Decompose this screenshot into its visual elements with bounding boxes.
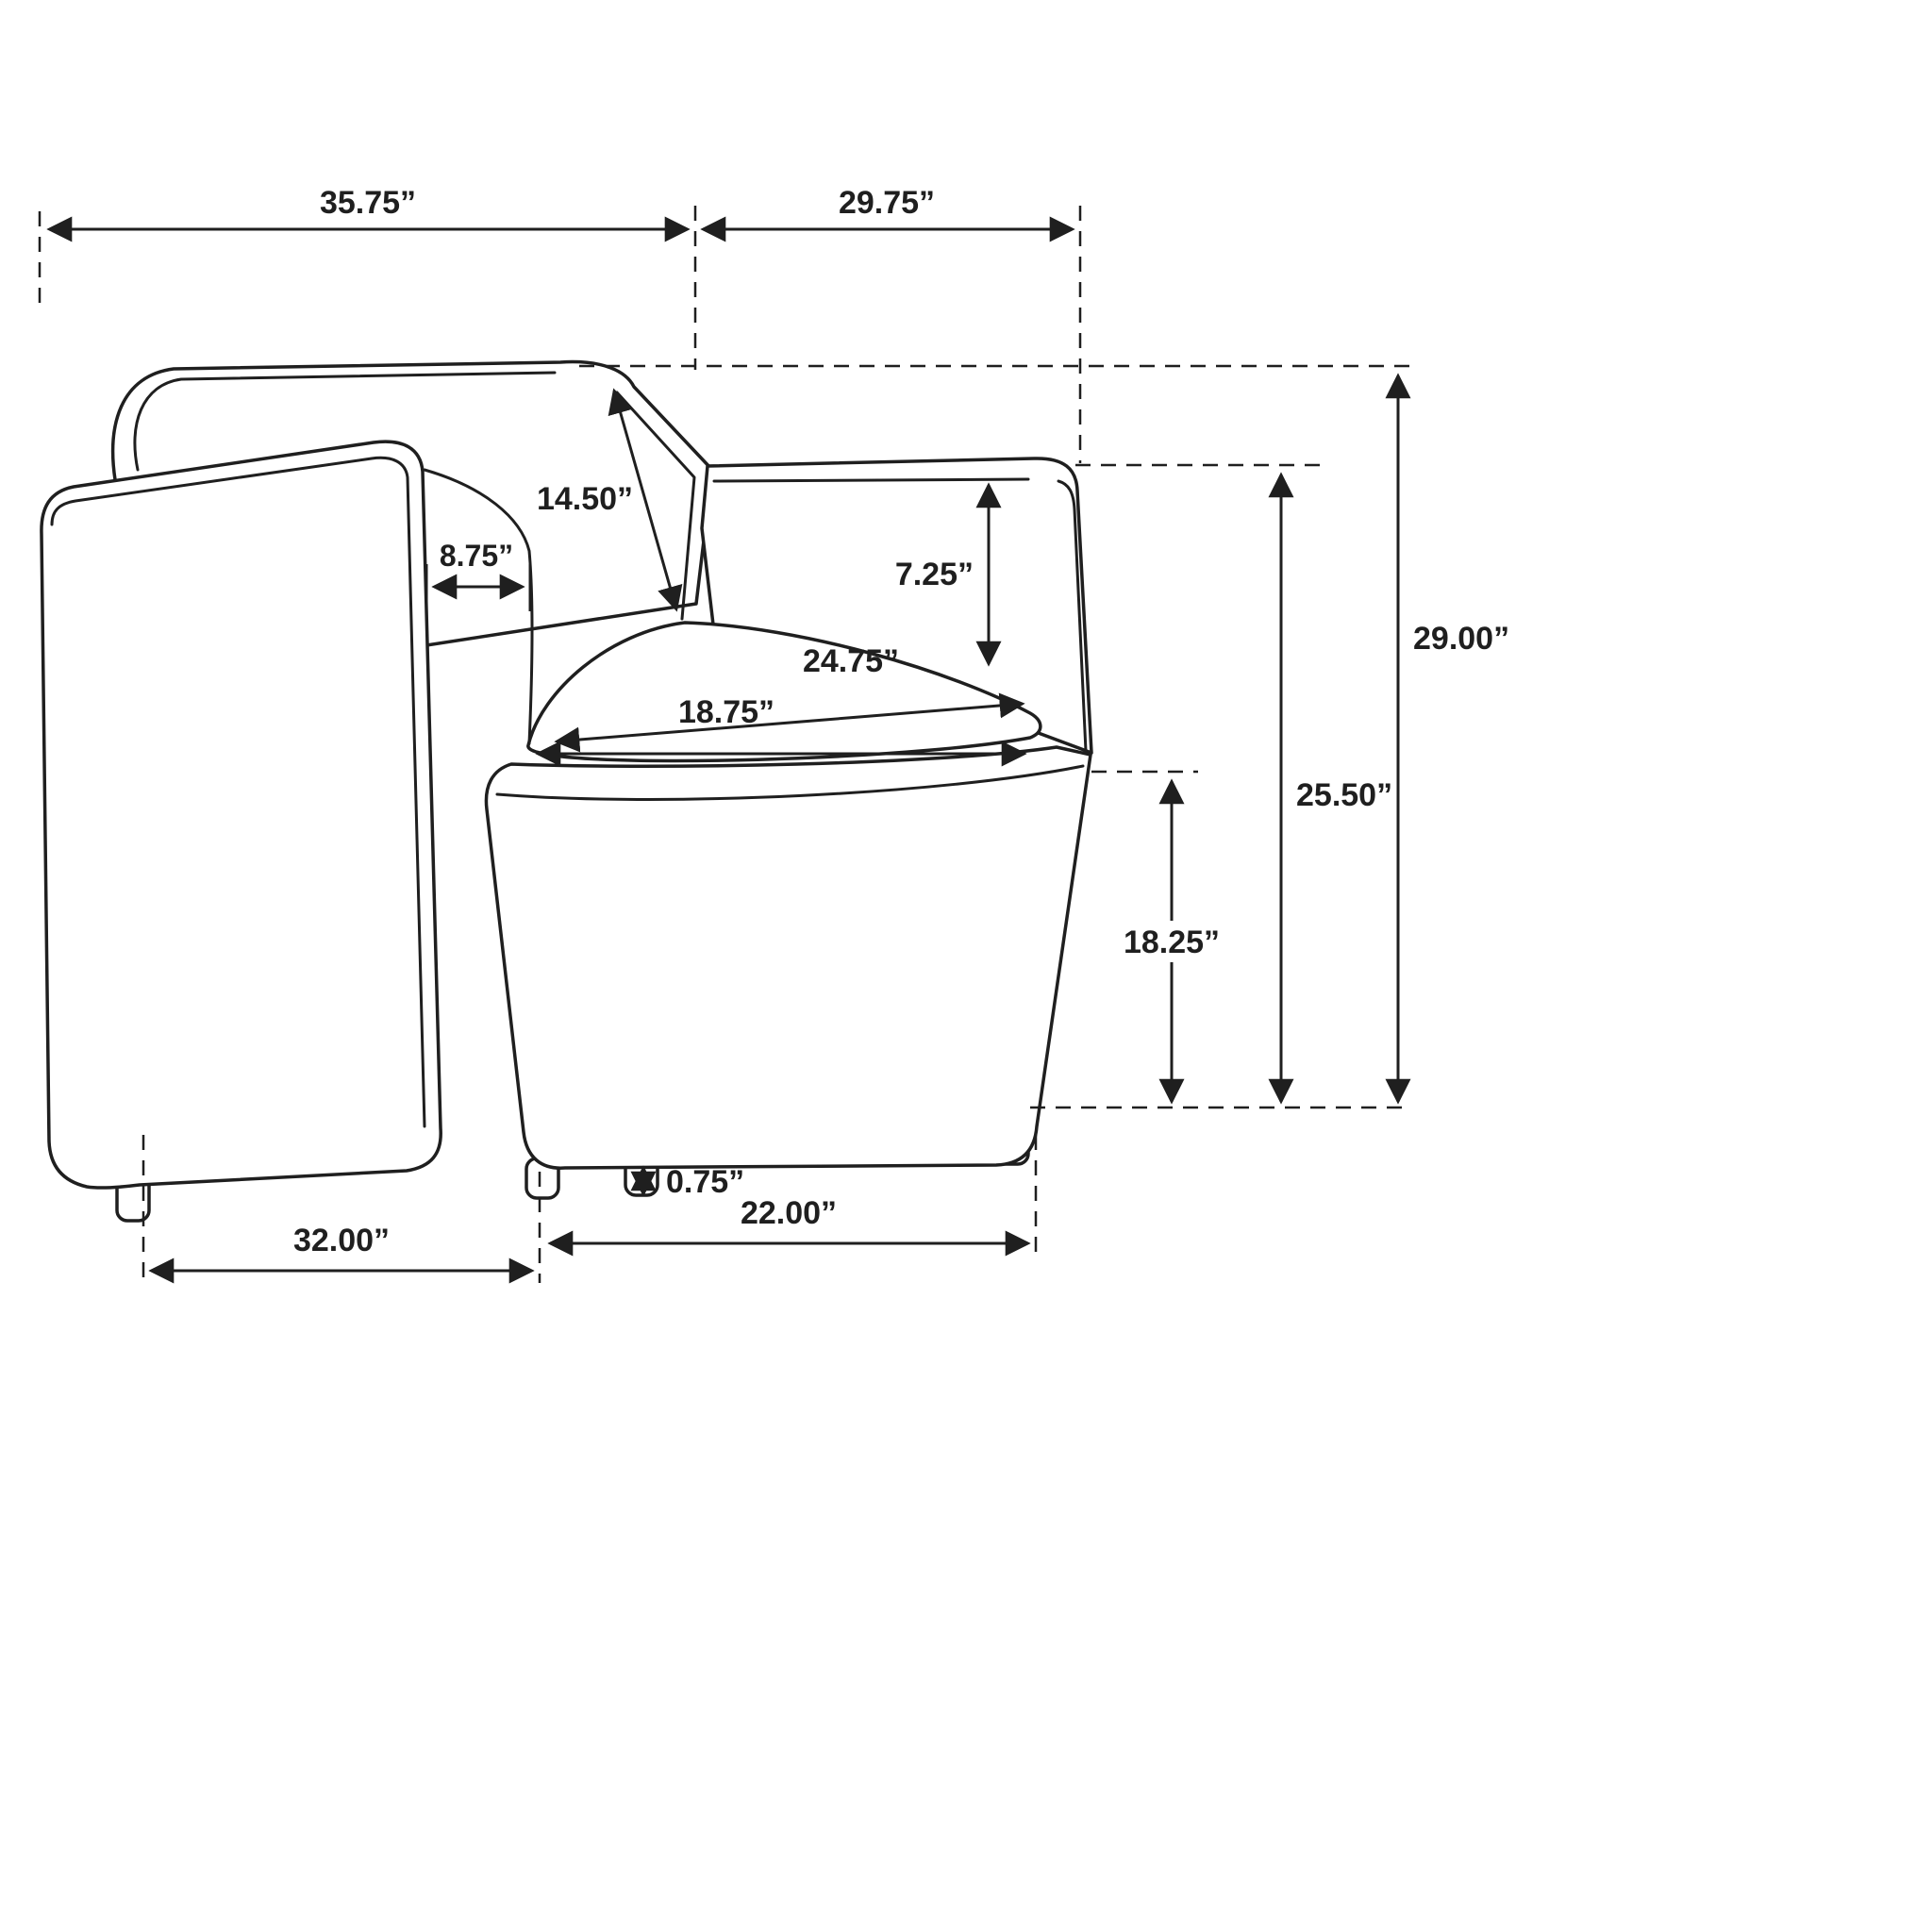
extension-lines	[38, 206, 1411, 1283]
dim-label-back-cushion: 14.50”	[537, 481, 633, 517]
backrest-piping-seam	[133, 371, 557, 472]
chair-drawing	[40, 359, 1093, 1223]
base-front-seam	[495, 764, 1085, 801]
left-arm-inner-face-seam	[423, 468, 534, 745]
left-panel-piping-seam	[50, 456, 426, 1128]
dimension-line-back-cushion	[608, 388, 683, 612]
dim-label-seat-diagonal: 24.75”	[803, 643, 899, 679]
dim-label-overall-depth: 35.75”	[320, 185, 416, 221]
dimension-line-seat-diagonal	[554, 692, 1025, 753]
dim-label-base-width: 22.00”	[741, 1195, 837, 1231]
back-cushion-edge-seam	[615, 391, 696, 621]
dim-label-armrest-width: 8.75”	[440, 539, 513, 573]
dim-label-seat-width: 18.75”	[678, 694, 774, 730]
right-arm-end-seam	[1057, 479, 1088, 753]
dim-label-overall-height: 29.00”	[1413, 621, 1509, 657]
dim-label-base-depth: 32.00”	[293, 1223, 390, 1258]
chair-left-panel	[40, 440, 442, 1190]
dim-label-arm-height: 25.50”	[1296, 777, 1392, 813]
dimension-labels: 35.75” 29.75” 14.50” 8.75” 7.25” 24.75” …	[293, 185, 1509, 1258]
dim-label-overall-width: 29.75”	[839, 185, 935, 221]
chair-base	[484, 745, 1092, 1170]
dim-label-seat-height: 18.25”	[1124, 924, 1220, 960]
right-arm-inner-seam	[712, 477, 1030, 483]
label-mask	[1109, 921, 1234, 962]
dim-label-leg-height: 0.75”	[666, 1164, 744, 1200]
dim-label-inner-arm-height: 7.25”	[895, 557, 974, 592]
